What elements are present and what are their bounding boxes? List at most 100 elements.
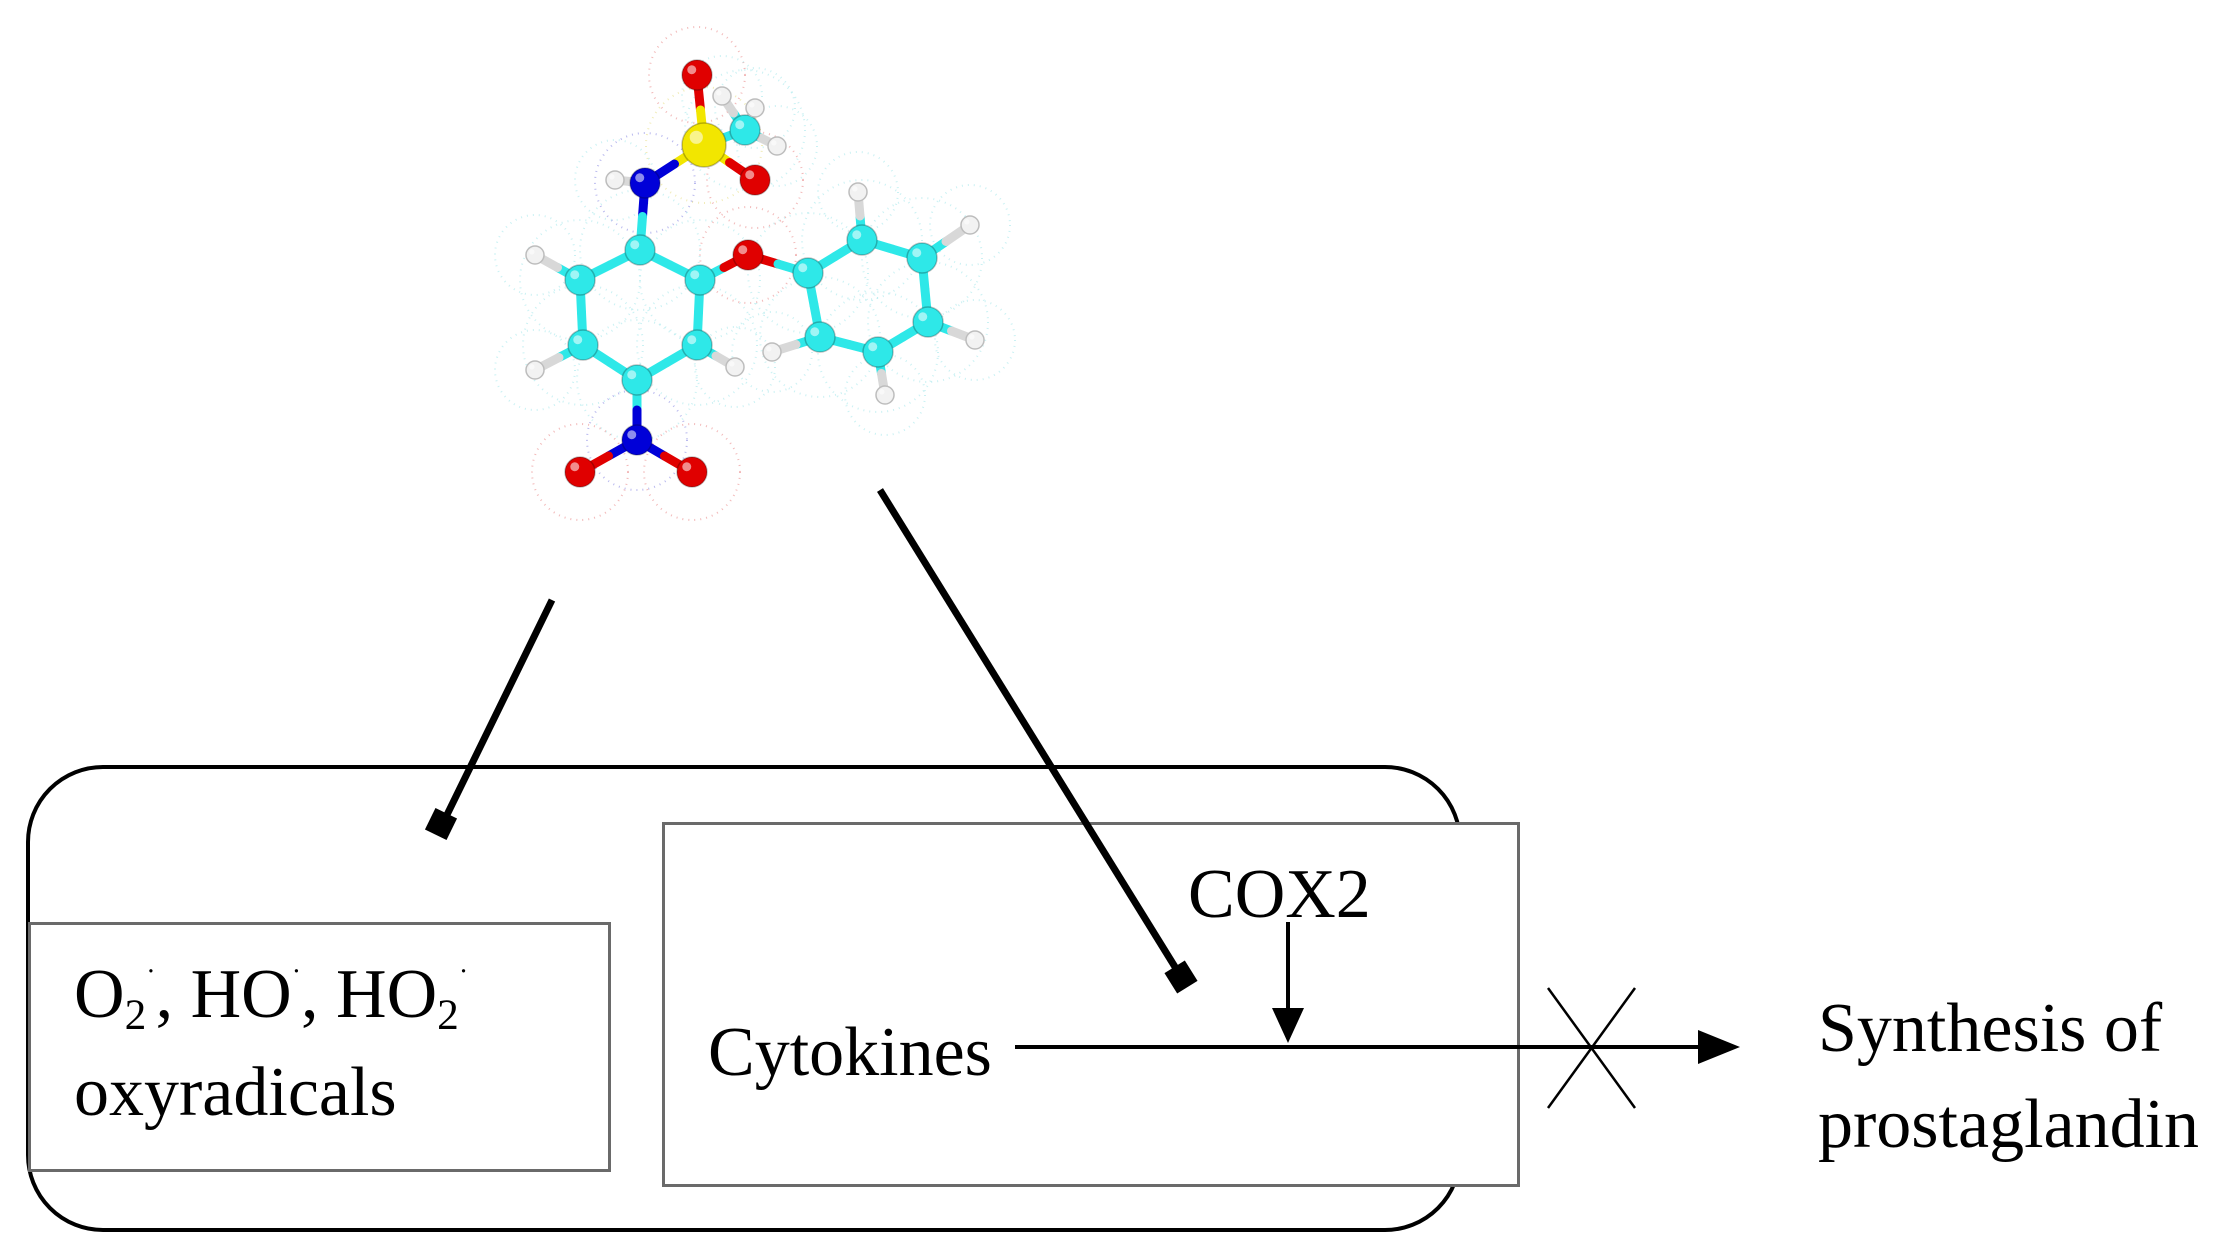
atom-oxygen	[676, 456, 708, 488]
atom-sulfur	[681, 122, 727, 168]
hydroperoxyl-label: HO2·	[336, 956, 469, 1040]
atom-carbon	[567, 329, 599, 361]
hydroxyl-label: HO·	[190, 956, 302, 1033]
atom-highlight	[529, 364, 535, 370]
cytokines-label: Cytokines	[708, 1014, 992, 1091]
surface-dots-carbon	[861, 197, 983, 319]
atom-hydrogen	[965, 330, 985, 350]
atom-hydrogen	[745, 98, 765, 118]
atom-oxygen	[739, 164, 771, 196]
atom-hydrogen	[848, 182, 868, 202]
surface-dots-carbon	[519, 219, 641, 341]
atom-highlight	[852, 186, 858, 192]
surface-dots-oxygen	[706, 131, 804, 229]
atom-highlight	[573, 335, 583, 345]
atom-highlight	[771, 140, 777, 146]
atom-hydrogen	[762, 342, 782, 362]
surface-dots-hydrogen	[494, 329, 576, 411]
surface-dots-hydrogen	[934, 299, 1016, 381]
atom-highlight	[689, 130, 703, 144]
atom-hydrogen	[875, 385, 895, 405]
atom-oxygen	[681, 59, 713, 91]
atom-highlight	[964, 219, 970, 225]
surface-dots-hydrogen	[731, 311, 813, 393]
synthesis-label-line2: prostaglandin	[1818, 1086, 2200, 1163]
atom-hydrogen	[525, 360, 545, 380]
atom-carbon	[804, 321, 836, 353]
atom-carbon	[564, 264, 596, 296]
atom-carbon	[621, 364, 653, 396]
atom-oxygen	[564, 456, 596, 488]
atom-nitrogen	[629, 167, 661, 199]
atom-highlight	[687, 335, 697, 345]
surface-dots-carbon	[639, 219, 761, 341]
cytokines-box	[662, 822, 1520, 1187]
atom-carbon	[684, 264, 716, 296]
atom-highlight	[716, 90, 722, 96]
atom-highlight	[690, 270, 700, 280]
surface-dots-carbon	[801, 179, 923, 301]
atom-highlight	[918, 312, 928, 322]
atom-carbon	[906, 242, 938, 274]
surface-dots-oxygen	[648, 26, 746, 124]
atom-hydrogen	[525, 245, 545, 265]
inhibition-line-oxyradicals	[438, 598, 556, 827]
surface-dots-oxygen	[699, 206, 797, 304]
atom-highlight	[912, 248, 922, 258]
surface-dots-hydrogen	[494, 214, 576, 296]
atom-highlight	[852, 230, 862, 240]
atom-highlight	[687, 65, 697, 75]
surface-dots-nitrogen	[586, 389, 688, 491]
surface-dots-hydrogen	[844, 354, 926, 436]
atom-carbon	[792, 257, 824, 289]
atom-highlight	[635, 173, 645, 183]
atom-hydrogen	[725, 357, 745, 377]
synthesis-label-line1: Synthesis of	[1818, 990, 2163, 1067]
atom-highlight	[749, 102, 755, 108]
atom-hydrogen	[960, 215, 980, 235]
atom-highlight	[735, 120, 745, 130]
atom-nitrogen	[621, 424, 653, 456]
surface-dots-oxygen	[531, 423, 629, 521]
atom-carbon	[729, 114, 761, 146]
surface-dots-hydrogen	[694, 326, 776, 408]
atom-highlight	[682, 462, 692, 472]
atom-highlight	[609, 174, 615, 180]
oxyradicals-box	[28, 922, 611, 1172]
atom-highlight	[630, 240, 640, 250]
atom-carbon	[862, 336, 894, 368]
atom-highlight	[570, 462, 580, 472]
atom-highlight	[766, 346, 772, 352]
atom-highlight	[798, 263, 808, 273]
atom-carbon	[624, 234, 656, 266]
surface-dots-oxygen	[643, 423, 741, 521]
atom-highlight	[738, 245, 748, 255]
atom-hydrogen	[605, 170, 625, 190]
atom-oxygen	[732, 239, 764, 271]
atom-highlight	[969, 334, 975, 340]
atom-carbon	[912, 306, 944, 338]
surface-dots-carbon	[576, 319, 698, 441]
surface-dots-hydrogen	[736, 105, 818, 187]
superoxide-label: O2·	[74, 956, 156, 1040]
surface-dots-hydrogen	[817, 151, 899, 233]
atom-highlight	[879, 389, 885, 395]
atom-hydrogen	[767, 136, 787, 156]
atom-highlight	[810, 327, 820, 337]
atom-highlight	[868, 342, 878, 352]
molecule-atoms	[525, 59, 985, 488]
oxyradicals-formula: O2·, HO·, HO2·	[74, 956, 469, 1040]
inhibition-end-oxyradicals	[424, 807, 458, 841]
atom-highlight	[729, 361, 735, 367]
atom-highlight	[529, 249, 535, 255]
atom-highlight	[627, 370, 637, 380]
atom-highlight	[570, 270, 580, 280]
surface-dots-sulfur	[645, 86, 763, 204]
surface-dots-hydrogen	[929, 184, 1011, 266]
atom-highlight	[745, 170, 755, 180]
oxyradicals-label: oxyradicals	[74, 1054, 397, 1131]
cox2-label: COX2	[1188, 856, 1371, 933]
surface-dots-hydrogen	[681, 55, 763, 137]
